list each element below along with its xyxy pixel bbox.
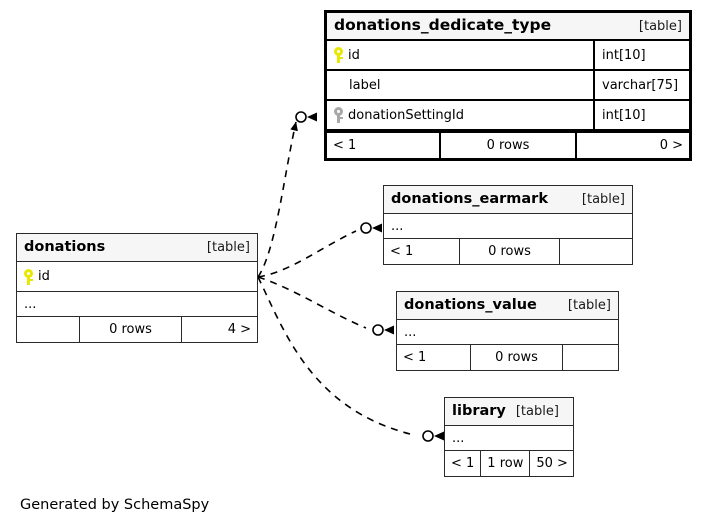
column-name: ...: [452, 431, 465, 445]
table-footer: < 1 0 rows: [384, 238, 632, 264]
table-name: donations_value: [404, 297, 537, 314]
table-row[interactable]: label varchar[75]: [327, 71, 689, 101]
table-node-library[interactable]: library [table] ... < 1 1 row 50 >: [444, 397, 574, 477]
column-name-cell: ...: [384, 220, 632, 233]
edge-donations-to-donations-value: [257, 276, 394, 336]
column-name-cell: id: [327, 47, 593, 63]
column-name: donationSettingId: [348, 107, 464, 123]
parent-count: < 1: [390, 244, 414, 259]
column-name: ...: [24, 297, 37, 311]
child-count: [562, 345, 618, 370]
table-node-donations-value[interactable]: donations_value [table] ... < 1 0 rows: [396, 291, 619, 371]
foreign-key-icon: [334, 107, 343, 123]
column-name: ...: [404, 325, 417, 339]
table-row-ellipsis[interactable]: ...: [384, 214, 632, 238]
column-name-cell: ...: [445, 432, 573, 445]
table-name: donations_earmark: [391, 191, 548, 208]
primary-key-icon: [24, 268, 33, 285]
column-type: int[10]: [602, 107, 646, 123]
table-name: donations: [24, 239, 106, 256]
column-name-cell: donationSettingId: [327, 107, 593, 123]
table-node-donations-dedicate-type[interactable]: donations_dedicate_type [table] id int[1…: [324, 10, 692, 161]
table-footer: < 1 0 rows 0 >: [327, 131, 689, 158]
column-name: label: [349, 78, 381, 92]
row-count: 1 row: [480, 451, 529, 476]
table-node-donations[interactable]: donations [table] id ... 0 rows 4 >: [16, 233, 258, 343]
column-type: int[10]: [602, 47, 646, 63]
edge-donations-to-donations-earmark: [257, 222, 382, 278]
row-count: 0 rows: [470, 345, 562, 370]
table-row[interactable]: id: [17, 262, 257, 292]
row-count: 0 rows: [439, 133, 575, 158]
column-type: varchar[75]: [602, 77, 679, 93]
table-header: library [table]: [445, 398, 573, 426]
table-name: library: [452, 403, 506, 420]
table-kind-label: [table]: [206, 240, 250, 255]
table-kind-label: [table]: [581, 192, 625, 207]
table-header: donations_earmark [table]: [384, 186, 632, 214]
parent-count: < 1: [451, 456, 475, 471]
column-name-cell: ...: [17, 298, 257, 311]
table-row[interactable]: donationSettingId int[10]: [327, 101, 689, 131]
edge-donations-to-donations-dedicate-type: [257, 111, 317, 278]
table-header: donations_value [table]: [397, 292, 618, 320]
column-name: id: [348, 47, 360, 63]
column-name-cell: id: [17, 268, 257, 285]
row-count: 0 rows: [459, 239, 559, 264]
table-header: donations_dedicate_type [table]: [327, 13, 689, 41]
table-kind-label: [table]: [515, 404, 559, 419]
table-row-ellipsis[interactable]: ...: [397, 320, 618, 344]
table-kind-label: [table]: [567, 298, 611, 313]
table-row-ellipsis[interactable]: ...: [445, 426, 573, 450]
column-type-cell: int[10]: [593, 101, 689, 129]
parent-count: < 1: [403, 350, 427, 365]
table-kind-label: [table]: [638, 18, 682, 34]
column-name-cell: label: [327, 79, 593, 92]
generated-by-note: Generated by SchemaSpy: [20, 497, 210, 513]
table-row-ellipsis[interactable]: ...: [17, 292, 257, 316]
table-footer: 0 rows 4 >: [17, 316, 257, 342]
column-name-cell: ...: [397, 326, 618, 339]
table-footer: < 1 0 rows: [397, 344, 618, 370]
table-name: donations_dedicate_type: [334, 16, 552, 35]
table-header: donations [table]: [17, 234, 257, 262]
parent-count: < 1: [333, 138, 357, 153]
column-type-cell: int[10]: [593, 41, 689, 69]
table-node-donations-earmark[interactable]: donations_earmark [table] ... < 1 0 rows: [383, 185, 633, 265]
column-name: id: [38, 269, 50, 284]
child-count: [559, 239, 632, 264]
child-count: 4 >: [181, 317, 257, 342]
child-count: 50 >: [529, 451, 574, 476]
table-row[interactable]: id int[10]: [327, 41, 689, 71]
column-name: ...: [391, 219, 404, 233]
column-type-cell: varchar[75]: [593, 71, 689, 99]
row-count: 0 rows: [79, 317, 181, 342]
table-footer: < 1 1 row 50 >: [445, 450, 573, 476]
parent-count: [17, 317, 79, 342]
primary-key-icon: [334, 47, 343, 63]
child-count: 0 >: [575, 133, 689, 158]
